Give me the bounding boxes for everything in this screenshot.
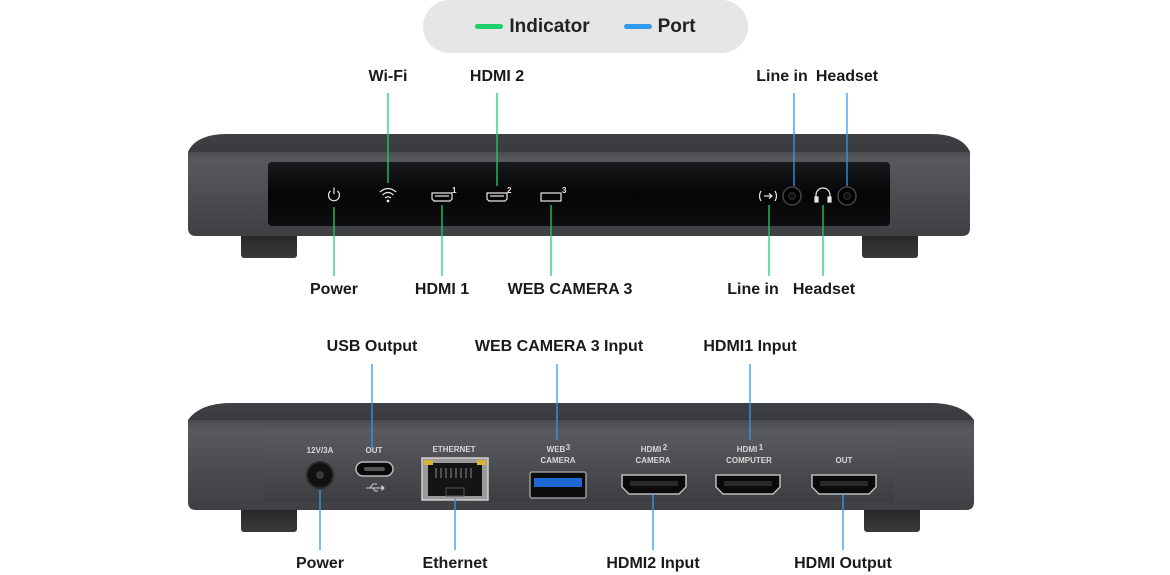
webcam-indicator-icon: [540, 192, 562, 202]
hdmi2-indicator-sup: 2: [507, 186, 512, 195]
port-swatch: [623, 24, 652, 29]
usb-silk: OUT: [366, 446, 383, 455]
usb-a-blue-tongue: [534, 478, 582, 487]
front-device: 1 2 3: [188, 134, 970, 258]
rear-device: 12V/3A OUT ETHERNET WEB 3 CAMERA HDMI 2 …: [188, 403, 974, 532]
legend: Indicator Port: [423, 0, 748, 53]
hdmi2-silk-2: CAMERA: [635, 456, 670, 465]
power-icon: [327, 187, 341, 202]
label-power-rear: Power: [295, 555, 345, 572]
usb-icon: [366, 483, 385, 492]
label-hdmi-output: HDMI Output: [794, 555, 892, 572]
hdmi1-silk-1: HDMI: [737, 445, 757, 454]
hdmi2-indicator-icon: [486, 192, 508, 202]
web-silk-sup: 3: [566, 443, 571, 452]
legend-label-indicator: Indicator: [509, 15, 590, 37]
legend-label-port: Port: [657, 15, 696, 37]
out-silk: OUT: [836, 456, 853, 465]
ethernet-led-left: [424, 460, 433, 465]
front-callout-lines: [333, 93, 848, 276]
power-silk: 12V/3A: [307, 446, 334, 455]
rear-callout-lines: [319, 364, 844, 550]
label-line-in-bottom: Line in: [727, 281, 779, 298]
label-webcam3-input: WEB CAMERA 3 Input: [474, 338, 644, 355]
legend-item-indicator: Indicator: [475, 15, 590, 38]
label-ethernet: Ethernet: [422, 555, 488, 572]
label-line-in-top: Line in: [756, 68, 808, 85]
hdmi1-indicator-sup: 1: [452, 186, 457, 195]
ethernet-silk: ETHERNET: [432, 445, 475, 454]
headset-indicator-icon: [814, 187, 832, 203]
label-webcam3: WEB CAMERA 3: [507, 281, 633, 298]
hdmi2-silk-1: HDMI: [641, 445, 661, 454]
ethernet-led-right: [477, 460, 486, 465]
wifi-icon: [379, 187, 397, 203]
webcam-indicator-sup: 3: [562, 186, 567, 195]
label-headset-bottom: Headset: [792, 281, 856, 298]
front-panel: [268, 162, 890, 226]
label-hdmi2-input: HDMI2 Input: [606, 555, 700, 572]
line-in-indicator-icon: [758, 190, 778, 202]
label-usb-output: USB Output: [326, 338, 418, 355]
hdmi1-silk-sup: 1: [759, 443, 764, 452]
label-headset-top: Headset: [815, 68, 879, 85]
label-wifi: Wi-Fi: [368, 68, 408, 85]
label-power-front: Power: [309, 281, 359, 298]
legend-item-port: Port: [623, 15, 696, 38]
hdmi2-silk-sup: 2: [663, 443, 668, 452]
label-hdmi1-input: HDMI1 Input: [703, 338, 797, 355]
indicator-swatch: [475, 24, 504, 29]
web-silk-1: WEB: [547, 445, 566, 454]
web-silk-2: CAMERA: [540, 456, 575, 465]
label-hdmi2: HDMI 2: [469, 68, 525, 85]
hdmi1-silk-2: COMPUTER: [726, 456, 772, 465]
hdmi1-indicator-icon: [431, 192, 453, 202]
label-hdmi1: HDMI 1: [414, 281, 470, 298]
